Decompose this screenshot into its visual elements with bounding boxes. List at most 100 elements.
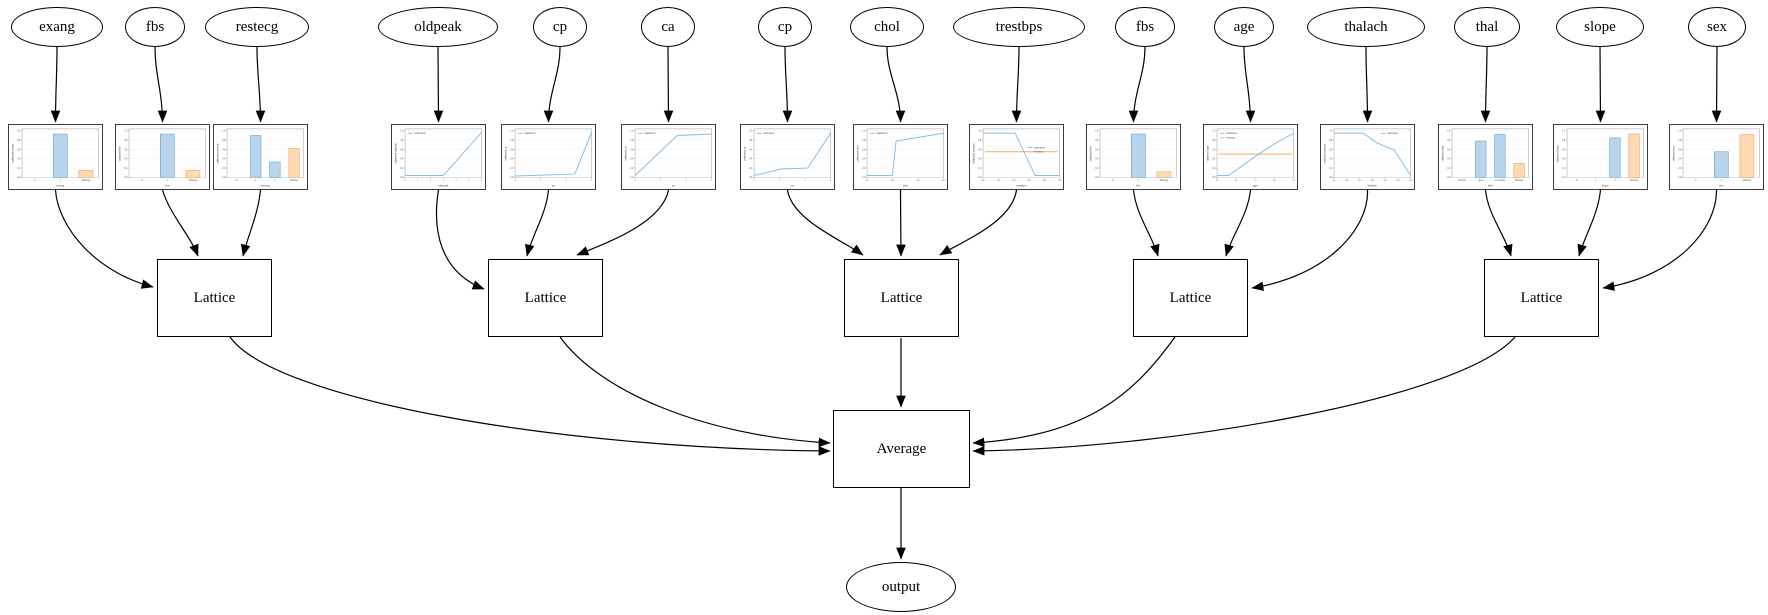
svg-text:180: 180 <box>1043 180 1047 182</box>
svg-text:1: 1 <box>255 179 257 182</box>
edge-lattice-5-to-average <box>972 336 1516 456</box>
svg-text:0.0: 0.0 <box>124 177 128 179</box>
svg-text:0.4: 0.4 <box>1447 159 1451 161</box>
edge-oldpeak-to-calibrator-3 <box>433 46 444 123</box>
svg-text:0.4: 0.4 <box>1329 159 1333 161</box>
svg-text:calibrated sex: calibrated sex <box>1672 145 1675 161</box>
edge-exang-to-calibrator-0 <box>50 46 61 123</box>
svg-text:Missing: Missing <box>1515 179 1524 182</box>
svg-text:calibrated cp: calibrated cp <box>743 146 746 161</box>
svg-text:2: 2 <box>686 180 688 182</box>
feature-node-thalach-11: thalach <box>1307 7 1425 47</box>
svg-text:0: 0 <box>1112 179 1114 182</box>
svg-text:1: 1 <box>417 180 419 182</box>
svg-text:0.6: 0.6 <box>630 149 634 151</box>
svg-text:0.0: 0.0 <box>17 177 21 179</box>
svg-text:0.4: 0.4 <box>749 159 753 161</box>
svg-text:30: 30 <box>1216 180 1219 182</box>
feature-node-exang-0: exang <box>11 7 103 47</box>
svg-text:0.8: 0.8 <box>1447 140 1451 142</box>
edge-calibrator-fbs-to-lattice-1 <box>161 189 199 257</box>
edge-calibrator-thal-to-lattice-5 <box>1484 189 1513 257</box>
svg-text:0.0: 0.0 <box>1329 177 1333 179</box>
svg-text:1.0: 1.0 <box>1562 131 1566 133</box>
svg-text:0.2: 0.2 <box>1562 168 1566 170</box>
svg-text:200: 200 <box>1058 180 1062 182</box>
svg-text:120: 120 <box>1358 180 1362 182</box>
svg-text:1.0: 1.0 <box>749 131 753 133</box>
svg-text:0.0: 0.0 <box>630 177 634 179</box>
svg-text:160: 160 <box>1383 180 1387 182</box>
svg-text:0.4: 0.4 <box>862 159 866 161</box>
svg-text:0.2: 0.2 <box>1678 168 1682 170</box>
svg-text:300: 300 <box>891 180 895 182</box>
edge-calibrator-slope-to-lattice-5 <box>1577 189 1602 257</box>
svg-text:0.6: 0.6 <box>1562 149 1566 151</box>
edge-calibrator-sex-to-lattice-5 <box>1602 189 1718 291</box>
svg-text:calibrated thal: calibrated thal <box>1441 145 1444 161</box>
svg-text:0.6: 0.6 <box>1678 149 1682 151</box>
svg-text:Missing: Missing <box>1743 179 1752 182</box>
svg-text:calibrated trestbps: calibrated trestbps <box>972 143 975 164</box>
edge-slope-to-calibrator-13 <box>1595 46 1606 123</box>
lattice-node-2: Lattice <box>488 259 603 337</box>
feature-node-fbs-9: fbs <box>1115 7 1175 47</box>
svg-text:0.6: 0.6 <box>510 149 514 151</box>
edge-calibrator-age-to-lattice-4 <box>1224 189 1252 257</box>
svg-text:calibrated age: calibrated age <box>1206 145 1209 161</box>
svg-text:60: 60 <box>1273 180 1276 182</box>
svg-text:0: 0 <box>1576 179 1578 182</box>
svg-text:0.0: 0.0 <box>1447 177 1451 179</box>
svg-text:160: 160 <box>1027 180 1031 182</box>
svg-text:1: 1 <box>167 179 169 182</box>
svg-text:1: 1 <box>660 180 662 182</box>
svg-text:0.8: 0.8 <box>124 140 128 142</box>
svg-text:ca: ca <box>672 183 675 187</box>
svg-text:0.0: 0.0 <box>1212 177 1216 179</box>
svg-text:0.8: 0.8 <box>978 140 982 142</box>
svg-text:normal: normal <box>1458 179 1466 182</box>
feature-node-cp-6: cp <box>758 7 812 47</box>
svg-text:1: 1 <box>1595 179 1597 182</box>
svg-text:0.8: 0.8 <box>17 140 21 142</box>
svg-text:fbs: fbs <box>1136 183 1140 187</box>
svg-text:0.4: 0.4 <box>510 159 514 161</box>
edge-calibrator-fbs-to-lattice-4 <box>1132 189 1160 257</box>
svg-text:0.2: 0.2 <box>17 168 21 170</box>
svg-text:0.4: 0.4 <box>17 159 21 161</box>
svg-text:0.8: 0.8 <box>1678 140 1682 142</box>
svg-text:calibrated thalach: calibrated thalach <box>1323 143 1326 163</box>
svg-text:0.4: 0.4 <box>1095 159 1099 161</box>
svg-text:0: 0 <box>404 180 406 182</box>
edge-calibrator-ca-to-lattice-2 <box>576 189 670 256</box>
svg-text:0.6: 0.6 <box>222 149 226 151</box>
svg-text:0.0: 0.0 <box>1095 177 1099 179</box>
svg-text:1: 1 <box>540 180 542 182</box>
svg-text:0.2: 0.2 <box>1095 168 1099 170</box>
svg-text:0.8: 0.8 <box>630 140 634 142</box>
feature-node-slope-13: slope <box>1556 7 1644 47</box>
svg-text:2: 2 <box>1614 179 1616 182</box>
svg-text:0.2: 0.2 <box>630 168 634 170</box>
svg-text:0.8: 0.8 <box>862 140 866 142</box>
svg-text:0.4: 0.4 <box>630 159 634 161</box>
svg-text:0.8: 0.8 <box>1562 140 1566 142</box>
svg-text:calibrated: calibrated <box>1387 131 1399 135</box>
feature-node-chol-7: chol <box>850 7 924 47</box>
output-node: output <box>846 562 956 612</box>
svg-text:0.4: 0.4 <box>222 159 226 161</box>
svg-text:calibrated: calibrated <box>1034 145 1046 149</box>
edge-calibrator-exang-to-lattice-1 <box>54 189 154 289</box>
svg-text:0.4: 0.4 <box>1562 159 1566 161</box>
svg-text:cp: cp <box>552 183 555 187</box>
svg-text:70: 70 <box>1292 180 1295 182</box>
